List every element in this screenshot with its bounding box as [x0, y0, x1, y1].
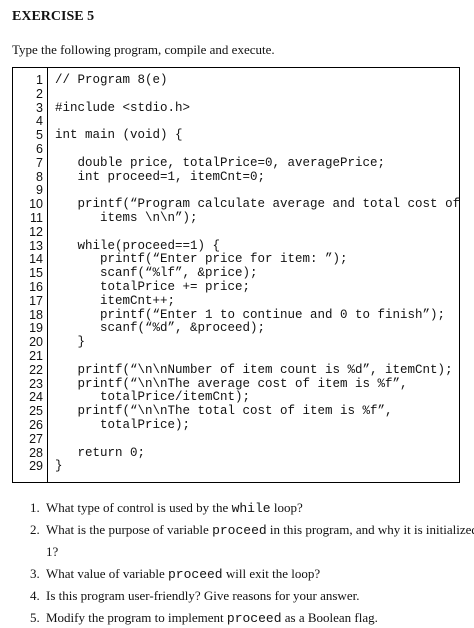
code-term: while: [231, 501, 271, 516]
question-fragment: What type of control is used by the: [46, 500, 232, 515]
line-number: 9: [36, 183, 43, 198]
line-number: 16: [29, 280, 43, 294]
question-fragment: loop?: [270, 500, 303, 515]
question-text-continued: 1?: [46, 544, 59, 559]
code-line: itemCnt++;: [55, 293, 176, 308]
code-term: proceed: [168, 567, 223, 582]
code-line: totalPrice);: [55, 418, 191, 432]
line-number: 15: [29, 266, 43, 281]
code-line: return 0;: [55, 445, 146, 460]
line-number: 3: [36, 100, 43, 115]
question-fragment: Is this program user-friendly? Give reas…: [46, 588, 360, 603]
line-number: 2: [36, 86, 43, 101]
question-fragment: What is the purpose of variable: [46, 522, 213, 537]
line-number: 8: [36, 169, 43, 184]
question-text: What value of variable proceed will exit…: [46, 565, 320, 584]
code-line: double price, totalPrice=0, averagePrice…: [55, 155, 386, 170]
question-fragment: Modify the program to implement: [46, 610, 227, 625]
code-line: #include <stdio.h>: [55, 100, 191, 115]
line-number: 28: [29, 445, 43, 460]
line-number: 12: [29, 224, 43, 239]
code-line: }: [55, 335, 86, 350]
code-term: proceed: [212, 523, 267, 538]
code-line: printf(“\n\nThe total cost of item is %f…: [55, 404, 393, 419]
code-line: int proceed=1, itemCnt=0;: [55, 169, 266, 184]
exercise-instruction: Type the following program, compile and …: [12, 42, 275, 57]
line-number: 4: [36, 114, 43, 129]
code-line: // Program 8(e): [55, 73, 168, 87]
code-line: printf(“Enter price for item: ”);: [55, 252, 348, 267]
question-fragment: as a Boolean flag.: [281, 610, 378, 625]
exercise-title: EXERCISE 5: [12, 9, 95, 24]
line-number: 18: [29, 307, 43, 322]
line-number: 13: [29, 238, 43, 253]
line-number: 19: [29, 321, 43, 336]
line-number-gutter: [13, 68, 48, 482]
line-number: 21: [29, 349, 43, 363]
code-line: totalPrice += price;: [55, 280, 251, 294]
line-number: 24: [29, 390, 43, 405]
question-fragment: What value of variable: [46, 566, 168, 581]
line-number: 5: [36, 128, 43, 143]
question-text: Is this program user-friendly? Give reas…: [46, 587, 359, 605]
question-text: What is the purpose of variable proceed …: [46, 521, 474, 540]
question-number: 4.: [30, 588, 40, 603]
line-number: 22: [29, 362, 43, 377]
code-line: totalPrice/itemCnt);: [55, 390, 251, 405]
line-number: 27: [29, 431, 43, 446]
question-number: 3.: [30, 566, 40, 581]
line-number: 25: [29, 404, 43, 419]
code-line: printf(“\n\nThe average cost of item is …: [55, 376, 408, 391]
line-number: 6: [36, 142, 43, 156]
code-term: proceed: [226, 611, 282, 626]
question-number: 1.: [30, 500, 40, 515]
code-line: scanf(“%d”, &proceed);: [55, 321, 266, 336]
code-line: }: [55, 459, 63, 474]
code-line: scanf(“%lf”, &price);: [55, 266, 258, 281]
code-line: items \n\n”);: [55, 211, 198, 225]
line-number: 14: [29, 252, 43, 267]
code-line: printf(“Program calculate average and to…: [55, 197, 461, 212]
code-line: int main (void) {: [55, 128, 183, 143]
question-number: 2.: [30, 522, 40, 537]
line-number: 29: [29, 459, 43, 474]
code-line: printf(“Enter 1 to continue and 0 to fin…: [55, 307, 446, 322]
line-number: 17: [29, 293, 43, 308]
line-number: 20: [29, 335, 43, 350]
line-number: 26: [29, 418, 43, 432]
question-text: Modify the program to implement proceed …: [46, 609, 378, 628]
line-number: 11: [30, 211, 43, 225]
question-fragment: in this program, and why it is initializ…: [266, 522, 474, 537]
line-number: 23: [29, 376, 43, 391]
line-number: 7: [36, 155, 43, 170]
code-line: printf(“\n\nNumber of item count is %d”,…: [55, 362, 453, 377]
question-text: What type of control is used by the whil…: [46, 499, 303, 518]
code-line: while(proceed==1) {: [55, 238, 221, 253]
line-number: 10: [29, 197, 43, 212]
question-number: 5.: [30, 610, 40, 625]
line-number: 1: [36, 73, 43, 87]
question-fragment: will exit the loop?: [222, 566, 321, 581]
